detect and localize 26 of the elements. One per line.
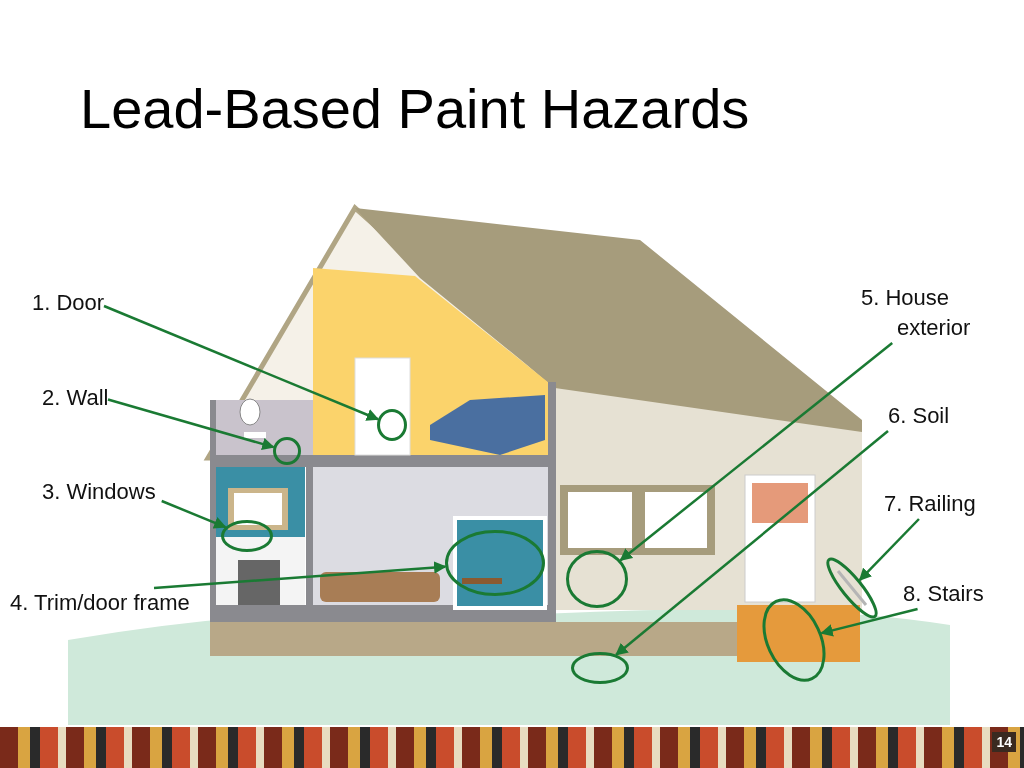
callout-label: 2. Wall: [42, 383, 109, 413]
leader-arrow: [153, 561, 447, 590]
highlight-ellipse: [825, 556, 879, 620]
leader-arrow: [619, 342, 894, 562]
highlight-ellipse: [272, 436, 302, 466]
highlight-ellipse: [220, 519, 274, 553]
leader-arrow: [615, 430, 889, 656]
callout-label: 4. Trim/door frame: [10, 588, 190, 618]
highlight-ellipse: [570, 651, 630, 685]
callout-label: 1. Door: [32, 288, 105, 318]
highlight-ellipse: [444, 529, 546, 597]
callout-label: 7. Railing: [884, 489, 976, 519]
slide-title: Lead-Based Paint Hazards: [80, 76, 750, 141]
leader-arrow: [103, 304, 380, 421]
highlight-ellipse: [376, 408, 408, 442]
callout-label: 8. Stairs: [903, 579, 984, 609]
leader-arrow: [820, 607, 918, 637]
highlight-ellipse: [565, 549, 629, 609]
callout-label: 3. Windows: [42, 477, 156, 507]
leader-arrow: [161, 499, 227, 529]
leader-arrow: [858, 518, 920, 581]
highlight-ellipse: [761, 597, 827, 683]
callout-label: 5. House exterior: [861, 283, 986, 343]
page-number: 14: [992, 732, 1016, 752]
leader-arrow: [107, 398, 275, 450]
callout-label: 6. Soil: [888, 401, 950, 431]
